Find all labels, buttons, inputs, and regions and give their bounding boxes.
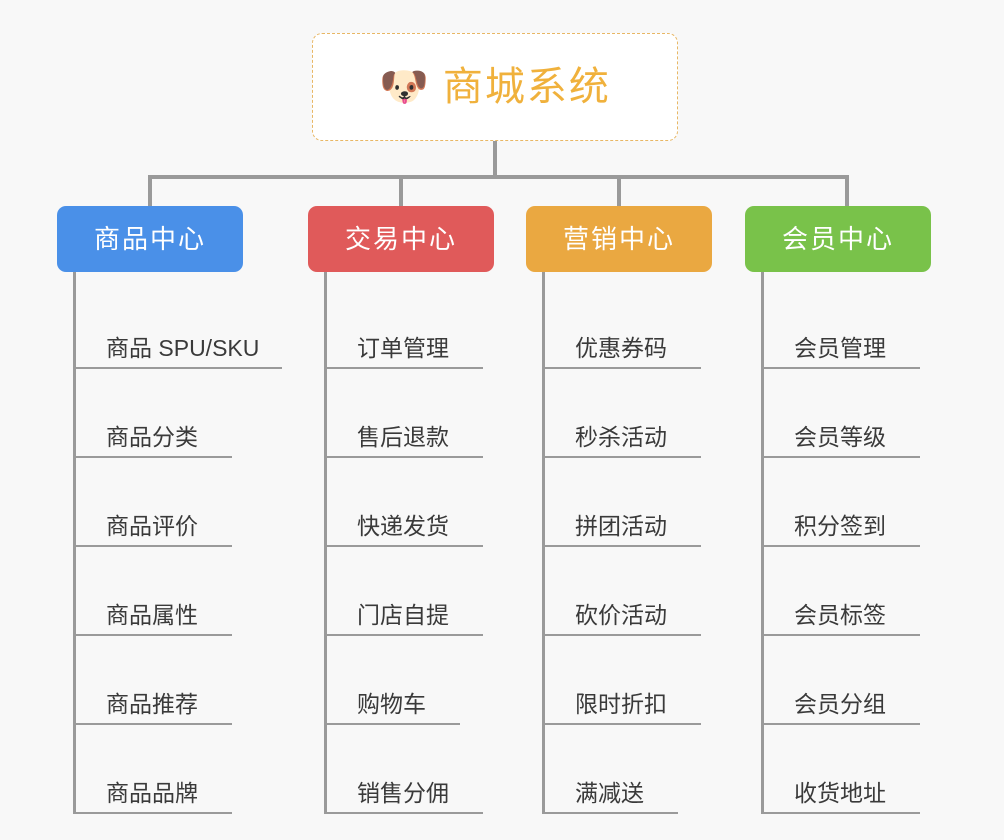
leaf-underline [76, 456, 232, 458]
leaf-item[interactable]: 拼团活动 [545, 458, 712, 547]
connector-drop-product-center [148, 175, 152, 208]
dog-face-icon: 🐶 [379, 65, 429, 109]
leaf-label: 售后退款 [357, 424, 449, 450]
category-label: 交易中心 [344, 224, 457, 254]
leaf-item[interactable]: 优惠券码 [545, 280, 712, 369]
leaf-label: 会员标签 [794, 602, 886, 628]
root-title: 商城系统 [442, 65, 611, 109]
leaf-label: 快递发货 [357, 513, 449, 539]
leaf-label: 优惠券码 [575, 335, 667, 361]
leaf-item[interactable]: 会员管理 [764, 280, 931, 369]
leaf-underline [764, 456, 920, 458]
category-box-trade-center[interactable]: 交易中心 [308, 206, 494, 272]
connector-horizontal-bar [148, 175, 849, 179]
leaf-underline [764, 812, 920, 814]
leaf-underline [545, 634, 701, 636]
leaf-underline [545, 812, 678, 814]
leaf-underline [76, 367, 282, 369]
leaf-label: 商品品牌 [106, 780, 198, 806]
leaf-label: 收货地址 [794, 780, 886, 806]
leaf-label: 订单管理 [357, 335, 449, 361]
leaf-item[interactable]: 限时折扣 [545, 636, 712, 725]
connector-drop-member-center [845, 175, 849, 208]
leaf-item[interactable]: 售后退款 [327, 369, 494, 458]
leaf-item[interactable]: 秒杀活动 [545, 369, 712, 458]
leaf-item[interactable]: 会员标签 [764, 547, 931, 636]
leaf-label: 积分签到 [794, 513, 886, 539]
leaf-underline [327, 812, 483, 814]
leaf-item[interactable]: 商品品牌 [76, 725, 259, 814]
leaf-label: 商品 SPU/SKU [106, 335, 260, 361]
leaf-item[interactable]: 商品评价 [76, 458, 259, 547]
category-box-marketing-center[interactable]: 营销中心 [526, 206, 712, 272]
leaf-underline [327, 545, 483, 547]
leaf-underline [545, 456, 701, 458]
leaf-underline [764, 634, 920, 636]
connector-root-stem [493, 141, 497, 177]
leaf-item[interactable]: 会员分组 [764, 636, 931, 725]
leaf-label: 商品属性 [106, 602, 198, 628]
leaf-item[interactable]: 砍价活动 [545, 547, 712, 636]
category-box-member-center[interactable]: 会员中心 [745, 206, 931, 272]
leaf-label: 拼团活动 [575, 513, 667, 539]
leaf-item[interactable]: 门店自提 [327, 547, 494, 636]
leaf-underline [76, 812, 232, 814]
leaf-underline [545, 723, 701, 725]
leaf-label: 购物车 [357, 691, 426, 717]
leaf-label: 商品推荐 [106, 691, 198, 717]
column-member-center: 会员中心会员管理会员等级积分签到会员标签会员分组收货地址 [745, 206, 931, 814]
column-product-center: 商品中心商品 SPU/SKU 商品分类商品评价商品属性商品推荐商品品牌 [57, 206, 282, 814]
leaf-item[interactable]: 购物车 [327, 636, 494, 725]
leaf-list-trade-center: 订单管理售后退款快递发货门店自提购物车销售分佣 [324, 272, 494, 814]
leaf-underline [327, 634, 483, 636]
leaf-underline [327, 723, 460, 725]
leaf-underline [76, 723, 232, 725]
leaf-item[interactable]: 积分签到 [764, 458, 931, 547]
leaf-underline [764, 545, 920, 547]
column-trade-center: 交易中心订单管理售后退款快递发货门店自提购物车销售分佣 [308, 206, 494, 814]
category-label: 营销中心 [562, 224, 675, 254]
leaf-underline [327, 367, 483, 369]
leaf-label: 满减送 [575, 780, 644, 806]
connector-drop-marketing-center [617, 175, 621, 208]
leaf-list-member-center: 会员管理会员等级积分签到会员标签会员分组收货地址 [761, 272, 931, 814]
category-label: 商品中心 [93, 224, 206, 254]
leaf-item[interactable]: 会员等级 [764, 369, 931, 458]
leaf-underline [327, 456, 483, 458]
leaf-underline [76, 545, 232, 547]
connector-drop-trade-center [399, 175, 403, 208]
leaf-item[interactable]: 销售分佣 [327, 725, 494, 814]
leaf-item[interactable]: 订单管理 [327, 280, 494, 369]
leaf-item[interactable]: 商品分类 [76, 369, 259, 458]
leaf-underline [764, 723, 920, 725]
leaf-underline [545, 545, 701, 547]
leaf-underline [76, 634, 232, 636]
category-label: 会员中心 [781, 224, 894, 254]
leaf-underline [545, 367, 701, 369]
leaf-item[interactable]: 商品推荐 [76, 636, 259, 725]
leaf-label: 秒杀活动 [575, 424, 667, 450]
leaf-label: 会员等级 [794, 424, 886, 450]
leaf-item[interactable]: 商品 SPU/SKU [76, 280, 282, 369]
category-box-product-center[interactable]: 商品中心 [57, 206, 243, 272]
root-node[interactable]: 🐶 商城系统 [312, 33, 678, 141]
leaf-item[interactable]: 满减送 [545, 725, 712, 814]
leaf-label: 商品分类 [106, 424, 198, 450]
leaf-item[interactable]: 商品属性 [76, 547, 259, 636]
leaf-item[interactable]: 收货地址 [764, 725, 931, 814]
leaf-list-product-center: 商品 SPU/SKU 商品分类商品评价商品属性商品推荐商品品牌 [73, 272, 282, 814]
leaf-label: 商品评价 [106, 513, 198, 539]
leaf-label: 门店自提 [357, 602, 449, 628]
leaf-item[interactable]: 快递发货 [327, 458, 494, 547]
leaf-label: 砍价活动 [575, 602, 667, 628]
leaf-underline [764, 367, 920, 369]
leaf-label: 会员管理 [794, 335, 886, 361]
leaf-label: 会员分组 [794, 691, 886, 717]
leaf-list-marketing-center: 优惠券码秒杀活动拼团活动砍价活动限时折扣满减送 [542, 272, 712, 814]
leaf-label: 限时折扣 [575, 691, 667, 717]
column-marketing-center: 营销中心优惠券码秒杀活动拼团活动砍价活动限时折扣满减送 [526, 206, 712, 814]
leaf-label: 销售分佣 [357, 780, 449, 806]
